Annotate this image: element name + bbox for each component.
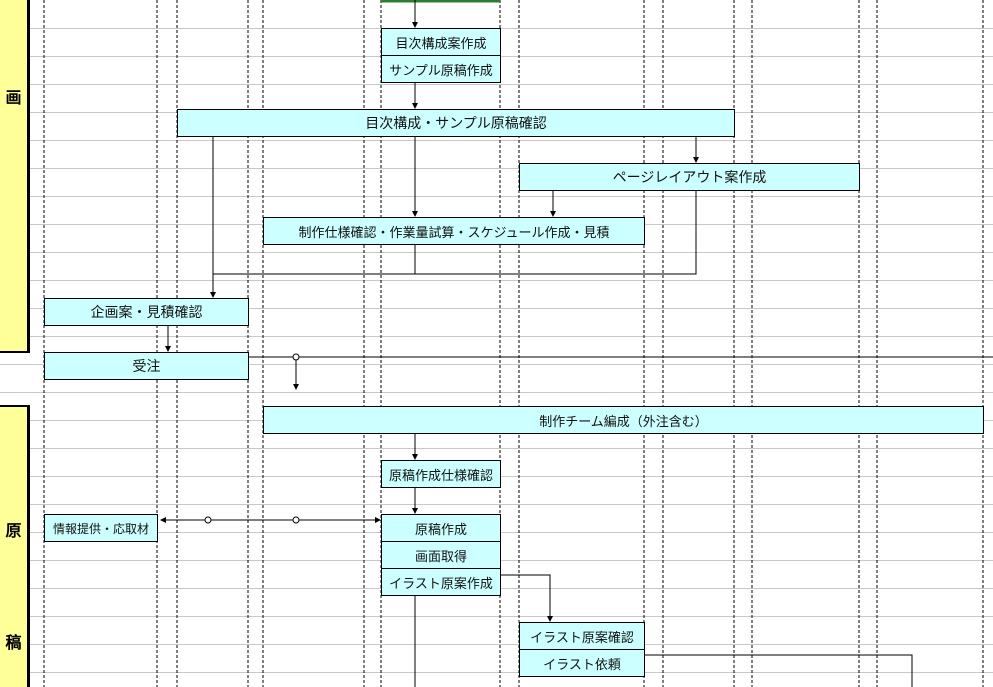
box-illus-confirm[interactable]: イラスト原案確認 — [519, 622, 645, 650]
box-order[interactable]: 受注 — [44, 352, 249, 380]
box-ms-spec[interactable]: 原稿作成仕様確認 — [381, 460, 501, 488]
lane-label: 原 — [5, 521, 22, 540]
box-team[interactable]: 制作チーム編成（外注含む） — [263, 406, 984, 434]
box-page-layout[interactable]: ページレイアウト案作成 — [519, 163, 860, 191]
lane-planning: 画 — [0, 0, 30, 353]
lane-label: 稿 — [5, 633, 22, 652]
lane-label: 画 — [5, 88, 22, 107]
box-plan-confirm[interactable]: 企画案・見積確認 — [44, 298, 249, 326]
box-toc-sample-confirm[interactable]: 目次構成・サンプル原稿確認 — [177, 109, 735, 137]
box-toc-draft[interactable]: 目次構成案作成 — [381, 28, 501, 56]
box-illus-draft[interactable]: イラスト原案作成 — [381, 568, 501, 596]
box-info[interactable]: 情報提供・応取材 — [44, 514, 158, 542]
box-sample-draft[interactable]: サンプル原稿作成 — [381, 55, 501, 83]
lane-manuscript: 原 稿 — [0, 405, 30, 687]
box-illus-request[interactable]: イラスト依頼 — [519, 649, 645, 677]
box-spec-estimate[interactable]: 制作仕様確認・作業量試算・スケジュール作成・見積 — [263, 217, 645, 245]
box-ms-create[interactable]: 原稿作成 — [381, 514, 501, 542]
box-screen[interactable]: 画面取得 — [381, 541, 501, 569]
